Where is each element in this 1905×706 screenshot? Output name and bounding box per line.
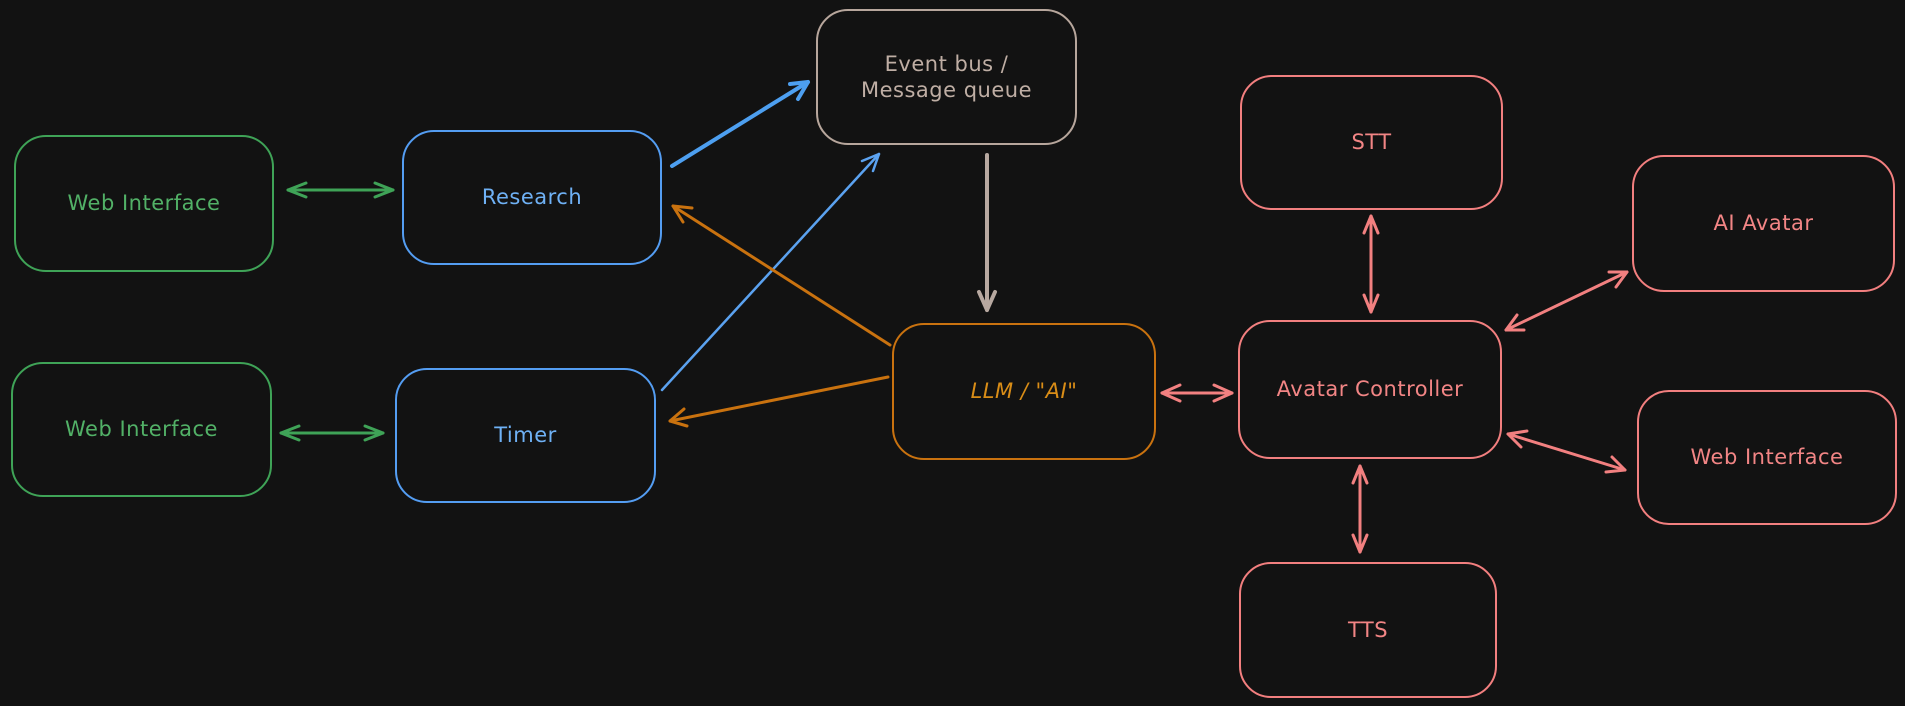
node-event-bus[interactable]: Event bus / Message queue [816, 9, 1077, 145]
node-label: Avatar Controller [1276, 377, 1464, 402]
node-timer[interactable]: Timer [395, 368, 656, 503]
node-label: LLM / "AI" [970, 379, 1078, 404]
arrow-event-bus-to-llm[interactable] [977, 153, 997, 312]
node-label: STT [1351, 130, 1392, 155]
node-web-interface-bottom[interactable]: Web Interface [11, 362, 272, 497]
arrow-avatar-controller-web-interface-right[interactable] [1506, 429, 1627, 474]
arrow-research-to-event-bus[interactable] [670, 80, 810, 168]
node-ai-avatar[interactable]: AI Avatar [1632, 155, 1895, 292]
arrow-web-interface-top-research[interactable] [286, 181, 395, 199]
node-label-line1: Event bus / [884, 51, 1009, 76]
arrow-avatar-controller-ai-avatar[interactable] [1504, 270, 1629, 332]
node-avatar-controller[interactable]: Avatar Controller [1238, 320, 1502, 459]
node-llm[interactable]: LLM / "AI" [892, 323, 1156, 460]
node-stt[interactable]: STT [1240, 75, 1503, 210]
node-tts[interactable]: TTS [1239, 562, 1497, 698]
arrow-timer-to-event-bus[interactable] [660, 152, 881, 392]
node-label: TTS [1347, 617, 1389, 642]
node-label: AI Avatar [1713, 211, 1814, 236]
node-label-line2: Message queue [860, 78, 1032, 102]
arrow-llm-avatar-controller[interactable] [1160, 383, 1234, 403]
arrow-web-interface-bottom-timer[interactable] [279, 424, 385, 442]
node-web-interface-right[interactable]: Web Interface [1637, 390, 1897, 525]
node-web-interface-top[interactable]: Web Interface [14, 135, 274, 272]
arrow-stt-avatar-controller[interactable] [1362, 214, 1380, 314]
arrow-llm-to-research[interactable] [671, 204, 892, 347]
node-label: Event bus / Message queue [861, 51, 1032, 104]
arrow-avatar-controller-tts[interactable] [1351, 464, 1369, 554]
arrow-llm-to-timer[interactable] [668, 375, 890, 428]
node-label: Web Interface [67, 191, 221, 216]
node-label: Web Interface [65, 417, 218, 442]
node-research[interactable]: Research [402, 130, 662, 265]
node-label: Web Interface [1690, 445, 1844, 470]
node-label: Timer [494, 423, 557, 448]
node-label: Research [481, 185, 583, 210]
